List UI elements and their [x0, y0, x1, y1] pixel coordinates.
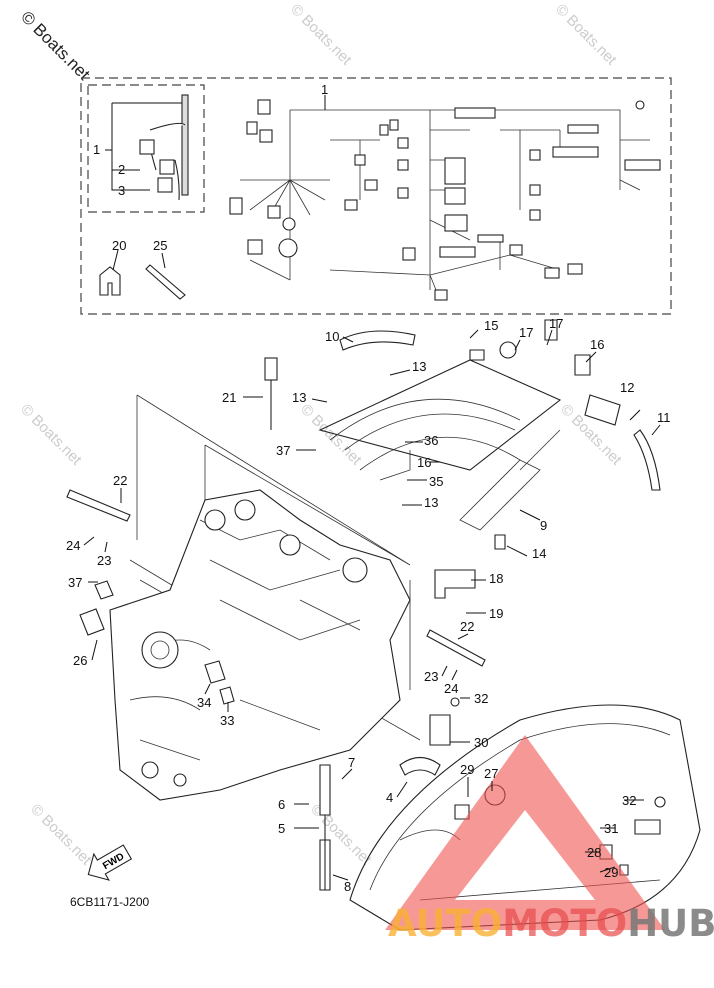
callout-30: 30 [474, 735, 488, 750]
callout-27: 27 [484, 766, 498, 781]
callout-labels: 1 1 2 3 20 25 10 15 17 17 16 13 13 21 12… [66, 82, 671, 894]
logo-hub: HUB [627, 902, 714, 945]
watermark: © Boats.net [27, 801, 95, 869]
callout-10: 10 [325, 329, 339, 344]
callout-8: 8 [344, 879, 351, 894]
svg-text:AUTOMOTOHUB: AUTOMOTOHUB [388, 902, 714, 945]
callout-7: 7 [348, 755, 355, 770]
callout-4: 4 [386, 790, 393, 805]
logo-auto: AUTO [388, 902, 502, 945]
callout-34: 34 [197, 695, 211, 710]
logo-moto: MOTO [502, 902, 627, 945]
callout-9: 9 [540, 518, 547, 533]
callout-6: 6 [278, 797, 285, 812]
callout-16: 16 [590, 337, 604, 352]
callout-5: 5 [278, 821, 285, 836]
watermark: © Boats.net [287, 1, 355, 69]
callout-29: 29 [460, 762, 474, 777]
callout-3: 3 [118, 183, 125, 198]
watermark: © Boats.net [17, 401, 85, 469]
callout-23: 23 [424, 669, 438, 684]
watermark: © Boats.net [297, 401, 365, 469]
callout-31: 31 [604, 821, 618, 836]
callout-32: 32 [622, 793, 636, 808]
callout-29: 29 [604, 865, 618, 880]
wire-harness-group [80, 77, 672, 315]
automotohub-logo: AUTOMOTOHUB [385, 735, 714, 945]
callout-37: 37 [276, 443, 290, 458]
callout-23: 23 [97, 553, 111, 568]
callout-26: 26 [73, 653, 87, 668]
watermark: © Boats.net [17, 7, 94, 84]
callout-16: 16 [417, 455, 431, 470]
callout-25: 25 [153, 238, 167, 253]
leader-lines [83, 249, 661, 881]
callout-37: 37 [68, 575, 82, 590]
callout-22: 22 [460, 619, 474, 634]
callout-11: 11 [657, 410, 671, 425]
callout-24: 24 [444, 681, 458, 696]
callout-32: 32 [474, 691, 488, 706]
callout-12: 12 [620, 380, 634, 395]
forward-direction-arrow: FWD [87, 844, 133, 881]
callout-24: 24 [66, 538, 80, 553]
callout-21: 21 [222, 390, 236, 405]
callout-13: 13 [424, 495, 438, 510]
part-code: 6CB1171-J200 [70, 895, 149, 909]
callout-17: 17 [519, 325, 533, 340]
callout-15: 15 [484, 318, 498, 333]
callout-33: 33 [220, 713, 234, 728]
callout-22: 22 [113, 473, 127, 488]
callout-14: 14 [532, 546, 546, 561]
callout-13: 13 [292, 390, 306, 405]
callout-19: 19 [489, 606, 503, 621]
watermark: © Boats.net [552, 1, 620, 69]
callout-35: 35 [429, 474, 443, 489]
watermark: © Boats.net [307, 801, 375, 869]
callout-1: 1 [93, 142, 100, 157]
engine-assembly [66, 319, 701, 931]
callout-17: 17 [549, 316, 563, 331]
callout-20: 20 [112, 238, 126, 253]
callout-18: 18 [489, 571, 503, 586]
callout-1: 1 [321, 82, 328, 97]
callout-2: 2 [118, 162, 125, 177]
callout-36: 36 [424, 433, 438, 448]
callout-28: 28 [587, 845, 601, 860]
callout-13: 13 [412, 359, 426, 374]
